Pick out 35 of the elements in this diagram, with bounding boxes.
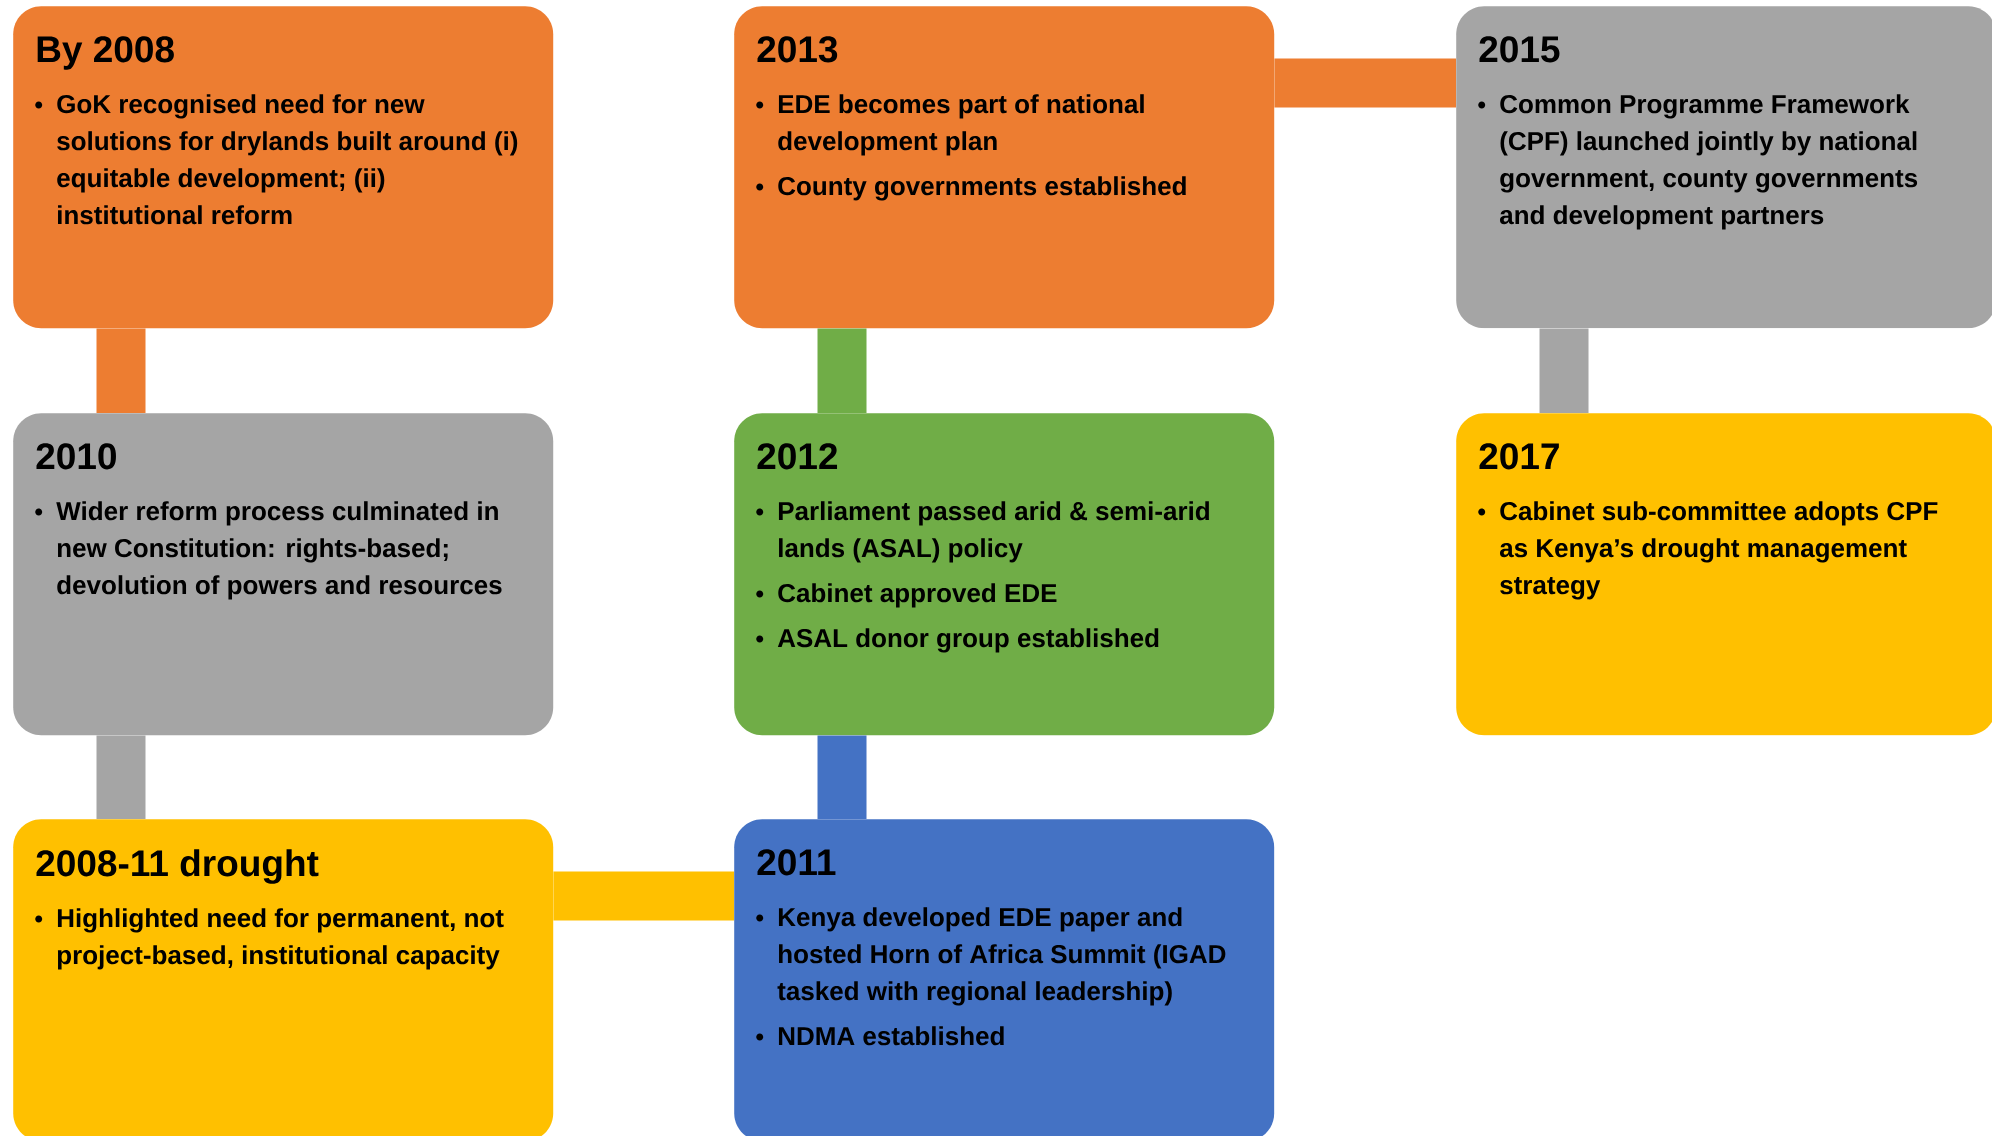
connector-bar [1274,58,1456,108]
bullet-item: Highlighted need for permanent, not project-based, institutional capacity [57,908,504,970]
connector-bar [1539,328,1589,413]
bullet-item: GoK recognised need for new solutions for drylands built around (i) equitable development; (ii) institutional reform [57,94,518,225]
year-heading: 2013 [757,36,838,63]
timeline-box [734,413,1275,736]
timeline-box [13,6,554,329]
connector-bar [96,328,146,413]
timeline-box [13,413,554,736]
timeline-box [734,819,1275,1136]
year-heading: By 2008 [37,36,174,70]
bullet-item: Wider reform process culminated in new Constitution: rights-based; devolution of powers and resources [56,501,502,600]
bullet-item: Common Programme Framework (CPF) launched jointly by national government, county governments and development partners [1500,94,1918,230]
year-heading: 2010 [36,443,116,470]
bullet-item: Cabinet approved EDE [778,583,1057,608]
bullet-item: NDMA established [778,1026,1004,1046]
bullet-item: Cabinet sub-committee adopts CPF as Kenya’s drought management strategy [1500,501,1938,600]
bullet-item: Parliament passed arid & semi-arid lands (ASAL) policy [778,501,1209,563]
timeline-box [13,819,554,1136]
year-heading: 2015 [1479,36,1560,63]
bullet-item: Kenya developed EDE paper and hosted Horn of Africa Summit (IGAD tasked with regional leadership) [777,907,1226,1006]
connector-bar [817,735,867,819]
connector-bar [96,735,146,819]
year-heading: 2008-11 drought [36,849,319,884]
bullet-item: County governments established [778,176,1186,201]
connector-bar [817,328,867,413]
timeline-box [1456,6,1992,329]
connector-bar [553,871,734,921]
year-heading: 2011 [757,849,836,876]
bullet-item: EDE becomes part of national development plan [778,94,1144,156]
year-heading: 2012 [757,443,838,470]
bullet-item: ASAL donor group established [777,628,1159,653]
timeline-box [734,6,1275,329]
year-heading: 2017 [1479,443,1559,470]
timeline-box [1456,413,1992,736]
